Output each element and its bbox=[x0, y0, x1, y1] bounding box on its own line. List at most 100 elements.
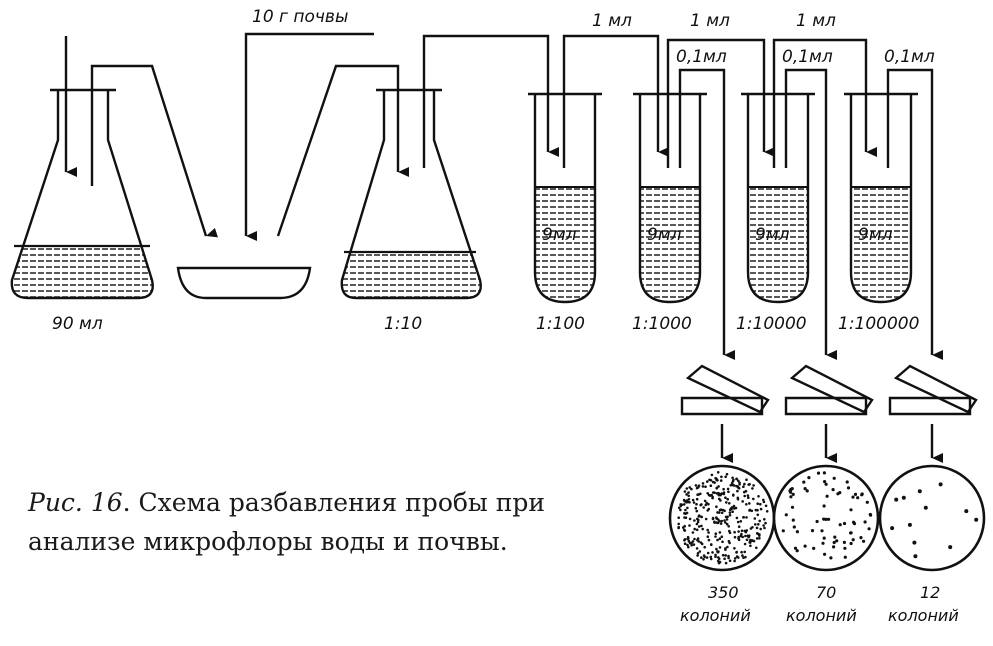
colony-dot bbox=[747, 534, 751, 537]
colony-dot bbox=[845, 480, 849, 484]
colony-dot bbox=[751, 526, 754, 529]
colony-dot bbox=[719, 522, 723, 525]
colony-dot bbox=[679, 508, 682, 512]
colony-dot bbox=[751, 487, 754, 490]
colony-dot bbox=[715, 487, 718, 490]
colony-dot bbox=[695, 509, 699, 513]
colony-dot bbox=[705, 501, 708, 505]
colony-dot bbox=[696, 537, 700, 540]
colony-dot bbox=[740, 529, 744, 533]
colony-dot bbox=[685, 499, 689, 502]
colony-dot bbox=[732, 504, 736, 508]
colony-dot bbox=[789, 490, 793, 494]
colony-dot bbox=[727, 539, 731, 543]
colony-dot bbox=[728, 502, 731, 505]
transfer-volume-label-1: 1 мл bbox=[592, 11, 632, 31]
colony-dot bbox=[743, 542, 747, 546]
colony-dot bbox=[781, 529, 785, 533]
colony-dot bbox=[685, 487, 689, 490]
colony-dot bbox=[860, 493, 864, 497]
colony-dot bbox=[755, 546, 758, 550]
colony-dot bbox=[696, 552, 700, 555]
flask-volume-label: 90 мл bbox=[52, 314, 103, 334]
colony-dot bbox=[731, 476, 734, 480]
colony-dot bbox=[693, 537, 696, 541]
colony-dot bbox=[683, 499, 687, 503]
colony-dot bbox=[849, 531, 853, 535]
colony-dot bbox=[736, 520, 740, 524]
colony-dot bbox=[759, 527, 762, 531]
colony-dot bbox=[733, 530, 736, 534]
colony-dot bbox=[735, 477, 738, 481]
colony-dot bbox=[724, 521, 727, 524]
colony-dot bbox=[754, 508, 758, 512]
colony-dot bbox=[730, 506, 734, 509]
colony-dot bbox=[683, 516, 686, 519]
dilution-label-4: 1:10000 bbox=[736, 314, 807, 334]
colony-dot bbox=[727, 525, 730, 528]
colony-dot bbox=[831, 488, 835, 492]
colony-dot bbox=[728, 529, 731, 533]
tube-volume-label-4: 9мл bbox=[858, 225, 893, 245]
colony-dot bbox=[730, 481, 734, 485]
colony-dot bbox=[701, 485, 705, 488]
colony-dot bbox=[717, 511, 721, 514]
colony-dot bbox=[690, 541, 693, 545]
colony-dot bbox=[695, 547, 699, 550]
colony-dot bbox=[701, 527, 704, 531]
colony-dot bbox=[709, 484, 713, 488]
colony-dot bbox=[727, 556, 730, 560]
colony-dot bbox=[703, 499, 707, 503]
colony-dot bbox=[704, 485, 707, 489]
colony-dot bbox=[745, 478, 748, 482]
transfer-volume-label-3: 1 мл bbox=[796, 11, 836, 31]
colony-dot bbox=[727, 490, 730, 494]
colony-dot bbox=[752, 484, 755, 487]
dilution-label-5: 1:100000 bbox=[838, 314, 919, 334]
colony-dot bbox=[805, 489, 809, 493]
colony-dot bbox=[686, 543, 689, 547]
colony-dot bbox=[913, 554, 918, 559]
colony-dot bbox=[700, 556, 703, 559]
colony-dot bbox=[745, 529, 749, 532]
colony-dot bbox=[733, 547, 736, 550]
plating-volume-label-2: 0,1мл bbox=[782, 47, 833, 67]
colony-dot bbox=[784, 513, 788, 517]
colony-dot bbox=[706, 492, 709, 495]
colony-dot bbox=[697, 484, 701, 488]
colony-dot bbox=[714, 532, 718, 535]
colony-dot bbox=[792, 525, 796, 529]
colony-dot bbox=[816, 471, 821, 475]
colony-dot bbox=[706, 535, 710, 538]
colony-dot bbox=[745, 503, 748, 506]
colony-dot bbox=[749, 538, 752, 542]
colony-dot bbox=[744, 534, 747, 538]
colony-dot bbox=[709, 543, 713, 546]
colony-dot bbox=[746, 494, 750, 497]
colony-dot bbox=[762, 498, 765, 502]
test-tube-1-100000 bbox=[844, 92, 918, 304]
colony-dot bbox=[726, 497, 729, 501]
colony-dot bbox=[733, 559, 736, 563]
colony-dot bbox=[708, 478, 711, 482]
colony-dot bbox=[709, 555, 713, 559]
colony-dot bbox=[793, 546, 798, 550]
colony-dot bbox=[721, 553, 725, 557]
colony-dot bbox=[757, 523, 760, 526]
colony-dot bbox=[704, 503, 708, 507]
colony-dot bbox=[725, 472, 729, 476]
colony-dot bbox=[849, 541, 853, 546]
soil-dish bbox=[176, 266, 312, 300]
colony-dot bbox=[677, 522, 680, 526]
colony-dot bbox=[717, 550, 720, 553]
colony-dot bbox=[790, 505, 795, 509]
colony-dot bbox=[677, 516, 680, 519]
colony-dot bbox=[695, 528, 699, 532]
test-tube-1-10000 bbox=[741, 92, 815, 304]
colony-dot bbox=[707, 531, 710, 534]
colony-dot bbox=[753, 517, 757, 520]
colony-dot bbox=[851, 538, 855, 542]
colony-dot bbox=[725, 522, 729, 526]
colony-dot bbox=[842, 540, 847, 545]
colony-word-2: колоний bbox=[786, 606, 857, 625]
